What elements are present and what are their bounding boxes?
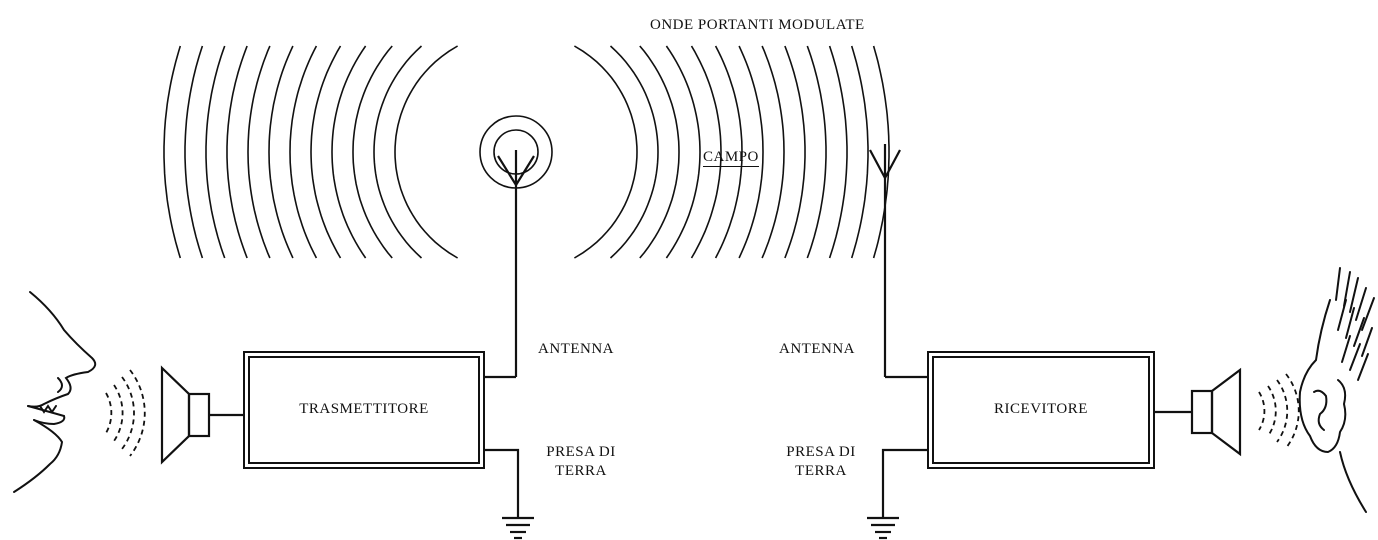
receiver-label: RICEVITORE <box>994 401 1088 417</box>
wave-arc-1 <box>394 45 459 259</box>
wave-arc-13 <box>268 45 294 259</box>
wave-arc-12 <box>714 45 743 259</box>
wave-arc-5 <box>352 45 393 259</box>
field-label-text: CAMPO <box>703 149 759 167</box>
transmitter-ground-label: PRESA DI TERRA <box>526 443 636 481</box>
title-label: ONDE PORTANTI MODULATE <box>650 17 865 33</box>
wave-arc-6 <box>639 45 680 259</box>
wave-arc-23 <box>163 45 182 259</box>
wave-arc-20 <box>806 45 827 259</box>
listening-ear-icon <box>1298 267 1375 513</box>
transmitter-label: TRASMETTITORE <box>299 401 429 417</box>
transmitter-box <box>243 351 485 469</box>
speaker-sound-waves-icon <box>1258 373 1300 449</box>
wave-arc-3 <box>373 45 423 259</box>
wave-arc-9 <box>310 45 342 259</box>
transmitter-ground-label-line2: TERRA <box>555 463 607 479</box>
receiver-ground-label-line1: PRESA DI <box>786 444 856 460</box>
wave-arc-15 <box>247 45 271 259</box>
transmitter-ground-icon <box>502 516 534 540</box>
wave-arc-2 <box>573 45 638 259</box>
wave-arc-21 <box>184 45 204 259</box>
wave-arc-14 <box>738 45 764 259</box>
transmitter-wiring <box>484 375 520 518</box>
field-label: CAMPO <box>703 148 759 167</box>
wave-arc-24 <box>850 45 869 259</box>
wave-arc-10 <box>690 45 722 259</box>
transmitter-antenna-icon <box>497 150 535 377</box>
transmitter-ground-label-line1: PRESA DI <box>546 444 616 460</box>
voice-sound-waves-icon <box>105 369 146 457</box>
wave-arc-7 <box>331 45 367 259</box>
receiver-ground-label-line2: TERRA <box>795 463 847 479</box>
wave-arc-4 <box>609 45 659 259</box>
carrier-waves <box>163 45 890 259</box>
receiver-antenna-label: ANTENNA <box>779 341 855 357</box>
wave-arc-16 <box>761 45 785 259</box>
wave-arc-18 <box>784 45 806 259</box>
loudspeaker-icon <box>1154 367 1242 457</box>
wave-arc-17 <box>226 45 248 259</box>
wave-arc-19 <box>205 45 226 259</box>
wave-arc-8 <box>665 45 701 259</box>
receiver-ground-label: PRESA DI TERRA <box>766 443 876 481</box>
wave-arc-11 <box>289 45 318 259</box>
speaking-face-icon <box>13 291 97 493</box>
microphone-icon <box>160 365 244 465</box>
receiver-wiring <box>881 375 928 518</box>
transmitter-antenna-label: ANTENNA <box>538 341 614 357</box>
wave-arc-25 <box>872 45 890 259</box>
wave-arc-22 <box>828 45 848 259</box>
receiver-antenna-icon <box>869 144 901 377</box>
receiver-ground-icon <box>867 516 899 540</box>
receiver-box <box>927 351 1155 469</box>
